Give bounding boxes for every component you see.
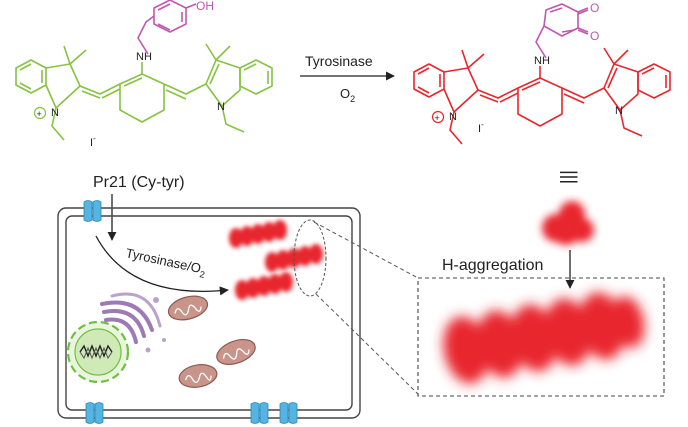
aggregate-blob-icon [443,292,645,384]
zoom-box [417,277,665,397]
positive-charge-icon [33,106,47,120]
membrane-channel-icon [83,200,102,222]
product-plus-label: + [435,113,440,123]
precursor-molecule: OH NH N + N I- [15,0,273,149]
nucleus-icon [66,320,130,384]
membrane-channel-icon [250,402,269,424]
quinone-o-bottom-label: O [590,29,599,43]
product-iodide-label: I- [478,120,484,135]
positive-charge-icon [431,110,445,124]
product-n-left-label: N [449,111,457,123]
reaction-enzyme-label: Tyrosinase [305,53,373,69]
aggregate-blob-icon [229,220,287,248]
precursor-plus-label: + [37,109,42,119]
membrane-channel-icon [85,402,104,424]
probe-name-label: Pr21 (Cy-tyr) [93,174,185,191]
reaction-arrow: Tyrosinase O2 [300,53,395,104]
product-molecule: O O NH N + N I- [413,1,671,145]
product-nh-label: NH [534,55,550,67]
equivalence-symbol: ||| [560,170,580,184]
mitochondrion-icon [178,364,218,388]
aggregate-highlight-circle [293,219,327,297]
zoom-guides [313,221,419,395]
cell-membrane-inner [65,215,353,411]
precursor-nh-label: NH [136,51,152,63]
membrane-channel-icon [279,402,298,424]
precursor-n-left-label: N [51,107,59,119]
cell-enzyme-label: Tyrosinase/O2 [124,245,208,280]
mitochondrion-icon [216,339,256,365]
product-n-right-label: N [615,105,623,117]
phenol-oh-label: OH [196,0,214,13]
aggregation-label: H-aggregation [442,257,543,274]
quinone-o-top-label: O [590,1,599,15]
probe-entry-arrow [95,194,229,296]
reaction-oxidant-label: O2 [340,86,355,104]
aggregate-blob-icon [542,201,594,245]
mitochondrion-icon [167,295,209,321]
precursor-n-right-label: N [217,101,225,113]
cell [57,200,361,424]
precursor-iodide-label: I- [90,134,96,149]
golgi-icon [100,292,166,353]
aggregate-blob-icon [235,272,293,300]
cell-membrane-outer [57,207,361,419]
aggregate-blob-icon [265,244,323,272]
